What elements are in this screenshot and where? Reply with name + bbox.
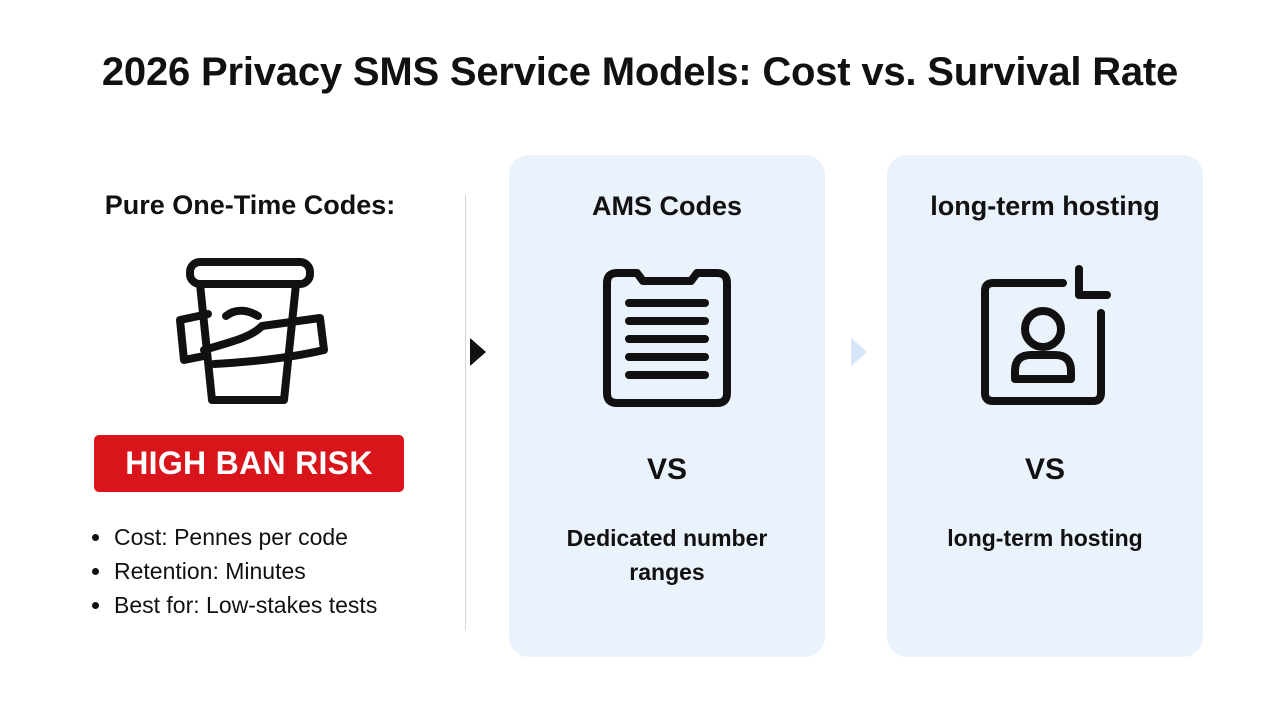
user-profile-icon xyxy=(981,265,1111,405)
column-divider xyxy=(465,195,466,630)
one-time-codes-heading: Pure One-Time Codes: xyxy=(104,190,396,220)
ams-codes-description: Dedicated number ranges xyxy=(566,525,768,585)
arrow-right-icon xyxy=(851,338,867,366)
bullet-cost: Cost: Pennes per code xyxy=(92,520,377,554)
page-title: 2026 Privacy SMS Service Models: Cost vs… xyxy=(101,50,1179,94)
arrow-right-icon xyxy=(470,338,486,366)
ams-codes-vs: VS xyxy=(646,453,688,486)
bullet-retention: Retention: Minutes xyxy=(92,554,377,588)
long-term-hosting-vs: VS xyxy=(1024,453,1066,486)
long-term-hosting-description: long-term hosting xyxy=(947,525,1143,551)
one-time-codes-column: Pure One-Time Codes: HIGH BAN RISK Cost:… xyxy=(60,150,440,650)
one-time-codes-bullets: Cost: Pennes per code Retention: Minutes… xyxy=(92,520,377,622)
long-term-hosting-heading: long-term hosting xyxy=(930,191,1160,221)
long-term-hosting-card: long-term hosting VS long-term hosting xyxy=(887,155,1203,657)
ams-codes-heading: AMS Codes xyxy=(591,191,743,221)
ams-codes-card: AMS Codes VS Dedicated number ranges xyxy=(509,155,825,657)
document-list-icon xyxy=(603,269,731,407)
high-ban-risk-badge: HIGH BAN RISK xyxy=(94,435,404,492)
disposable-cup-icon xyxy=(176,258,328,404)
bullet-best-for: Best for: Low-stakes tests xyxy=(92,588,377,622)
